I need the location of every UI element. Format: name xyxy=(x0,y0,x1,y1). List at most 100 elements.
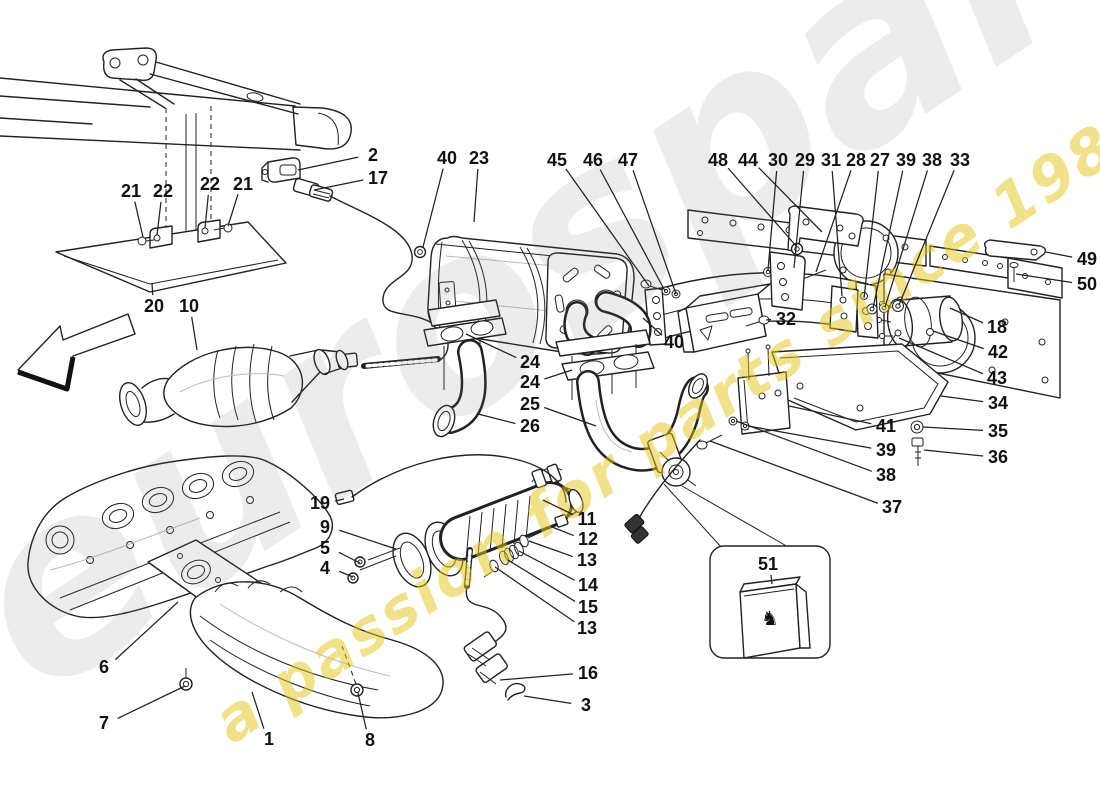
spring-14 xyxy=(499,550,509,566)
callout-42: 42 xyxy=(988,342,1008,362)
leader-line-23 xyxy=(473,168,479,223)
spring-bolt-kit xyxy=(483,513,569,578)
pipe-mount xyxy=(647,432,697,487)
rear-bumper-assembly xyxy=(634,205,1063,466)
leader-line-13 xyxy=(528,540,573,558)
leader-line-15 xyxy=(507,559,576,602)
leader-line-47 xyxy=(632,170,677,295)
leader-line-3 xyxy=(523,695,572,705)
leader-line-44 xyxy=(758,167,823,233)
leader-line-6 xyxy=(114,601,179,661)
leader-line-12 xyxy=(551,526,574,537)
leader-line-35 xyxy=(922,426,984,432)
callout-1: 1 xyxy=(264,729,274,749)
callout-38: 38 xyxy=(876,465,896,485)
callout-40: 40 xyxy=(437,148,457,168)
stud-42 xyxy=(926,328,934,336)
leader-line-48 xyxy=(727,167,798,248)
direction-arrow-icon xyxy=(17,313,136,392)
leader-line-36 xyxy=(923,449,984,457)
leader-line-25 xyxy=(544,406,597,427)
bolt-37 xyxy=(703,434,723,445)
leader-line-43 xyxy=(898,337,984,375)
lambda-connector-17 xyxy=(292,177,334,202)
bracket-44 xyxy=(787,205,864,253)
callout-51: 51 xyxy=(758,554,778,574)
callout-46: 46 xyxy=(583,150,603,170)
callout-25: 25 xyxy=(520,394,540,414)
leader-line-51 xyxy=(770,574,773,585)
warranty-booklet-51: ♞ xyxy=(709,545,831,659)
callout-31: 31 xyxy=(821,150,841,170)
leader-line-41 xyxy=(788,405,872,425)
leader-line-46 xyxy=(599,169,666,292)
callout-8: 8 xyxy=(365,730,375,750)
callout-16: 16 xyxy=(578,663,598,683)
callout-7: 7 xyxy=(99,713,109,733)
leader-line-13 xyxy=(494,566,575,623)
callout-11: 11 xyxy=(577,509,596,529)
callout-41: 41 xyxy=(876,416,896,436)
callout-48: 48 xyxy=(708,150,728,170)
callout-3: 3 xyxy=(581,695,591,715)
leader-line-20 xyxy=(151,282,154,296)
callout-27: 27 xyxy=(870,150,890,170)
callout-40: 40 xyxy=(664,332,684,352)
callout-44: 44 xyxy=(738,150,758,170)
crash-bracket xyxy=(634,283,771,353)
bracket-49 xyxy=(983,239,1047,261)
callout-39: 39 xyxy=(896,150,916,170)
fitting-19 xyxy=(334,489,355,506)
leader-line-37 xyxy=(709,440,879,504)
callout-13: 13 xyxy=(577,550,597,570)
leader-line-42 xyxy=(932,330,984,350)
callout-50: 50 xyxy=(1077,274,1097,294)
callout-33: 33 xyxy=(950,150,970,170)
leader-line-21 xyxy=(134,201,144,238)
leader-line-30 xyxy=(767,170,778,271)
leader-line-5 xyxy=(338,551,361,564)
leader-line-39 xyxy=(747,425,872,449)
bolt-12 xyxy=(527,523,559,539)
leader-line-19 xyxy=(334,498,345,502)
leader-line-31 xyxy=(831,170,843,297)
leader-line-10 xyxy=(191,316,198,351)
heat-shield-20 xyxy=(55,219,287,293)
leader-line-24 xyxy=(544,369,573,380)
leader-line-11 xyxy=(542,499,574,516)
callout-5: 5 xyxy=(320,538,330,558)
callout-32: 32 xyxy=(776,309,796,329)
lambda-connector xyxy=(630,526,649,544)
leader-line-16 xyxy=(499,673,574,681)
leader-line-22 xyxy=(156,201,162,236)
leader-line-34 xyxy=(940,395,984,403)
callout-19: 19 xyxy=(310,493,330,513)
leader-line-2 xyxy=(297,156,359,171)
callout-43: 43 xyxy=(987,368,1007,388)
callout-39: 39 xyxy=(876,440,896,460)
callout-10: 10 xyxy=(179,296,199,316)
callout-9: 9 xyxy=(320,517,330,537)
leader-line-7 xyxy=(117,685,186,719)
leader-line-22 xyxy=(204,194,209,229)
leader-line-27 xyxy=(863,170,879,299)
bracket-31 xyxy=(829,285,859,333)
callout-22: 22 xyxy=(200,174,220,194)
callout-24: 24 xyxy=(520,352,540,372)
callout-30: 30 xyxy=(768,150,788,170)
callout-49: 49 xyxy=(1077,249,1097,269)
callout-28: 28 xyxy=(846,150,866,170)
callout-35: 35 xyxy=(988,421,1008,441)
catalytic-converter-lower xyxy=(334,454,584,701)
ferrari-horse-icon: ♞ xyxy=(761,606,779,630)
callout-12: 12 xyxy=(578,529,598,549)
callout-24: 24 xyxy=(520,372,540,392)
chassis-frame xyxy=(0,47,352,232)
leader-line-40 xyxy=(422,168,444,248)
callout-45: 45 xyxy=(547,150,567,170)
leader-line-40 xyxy=(642,317,663,336)
leader-line-8 xyxy=(357,692,367,730)
callout-22: 22 xyxy=(153,181,173,201)
